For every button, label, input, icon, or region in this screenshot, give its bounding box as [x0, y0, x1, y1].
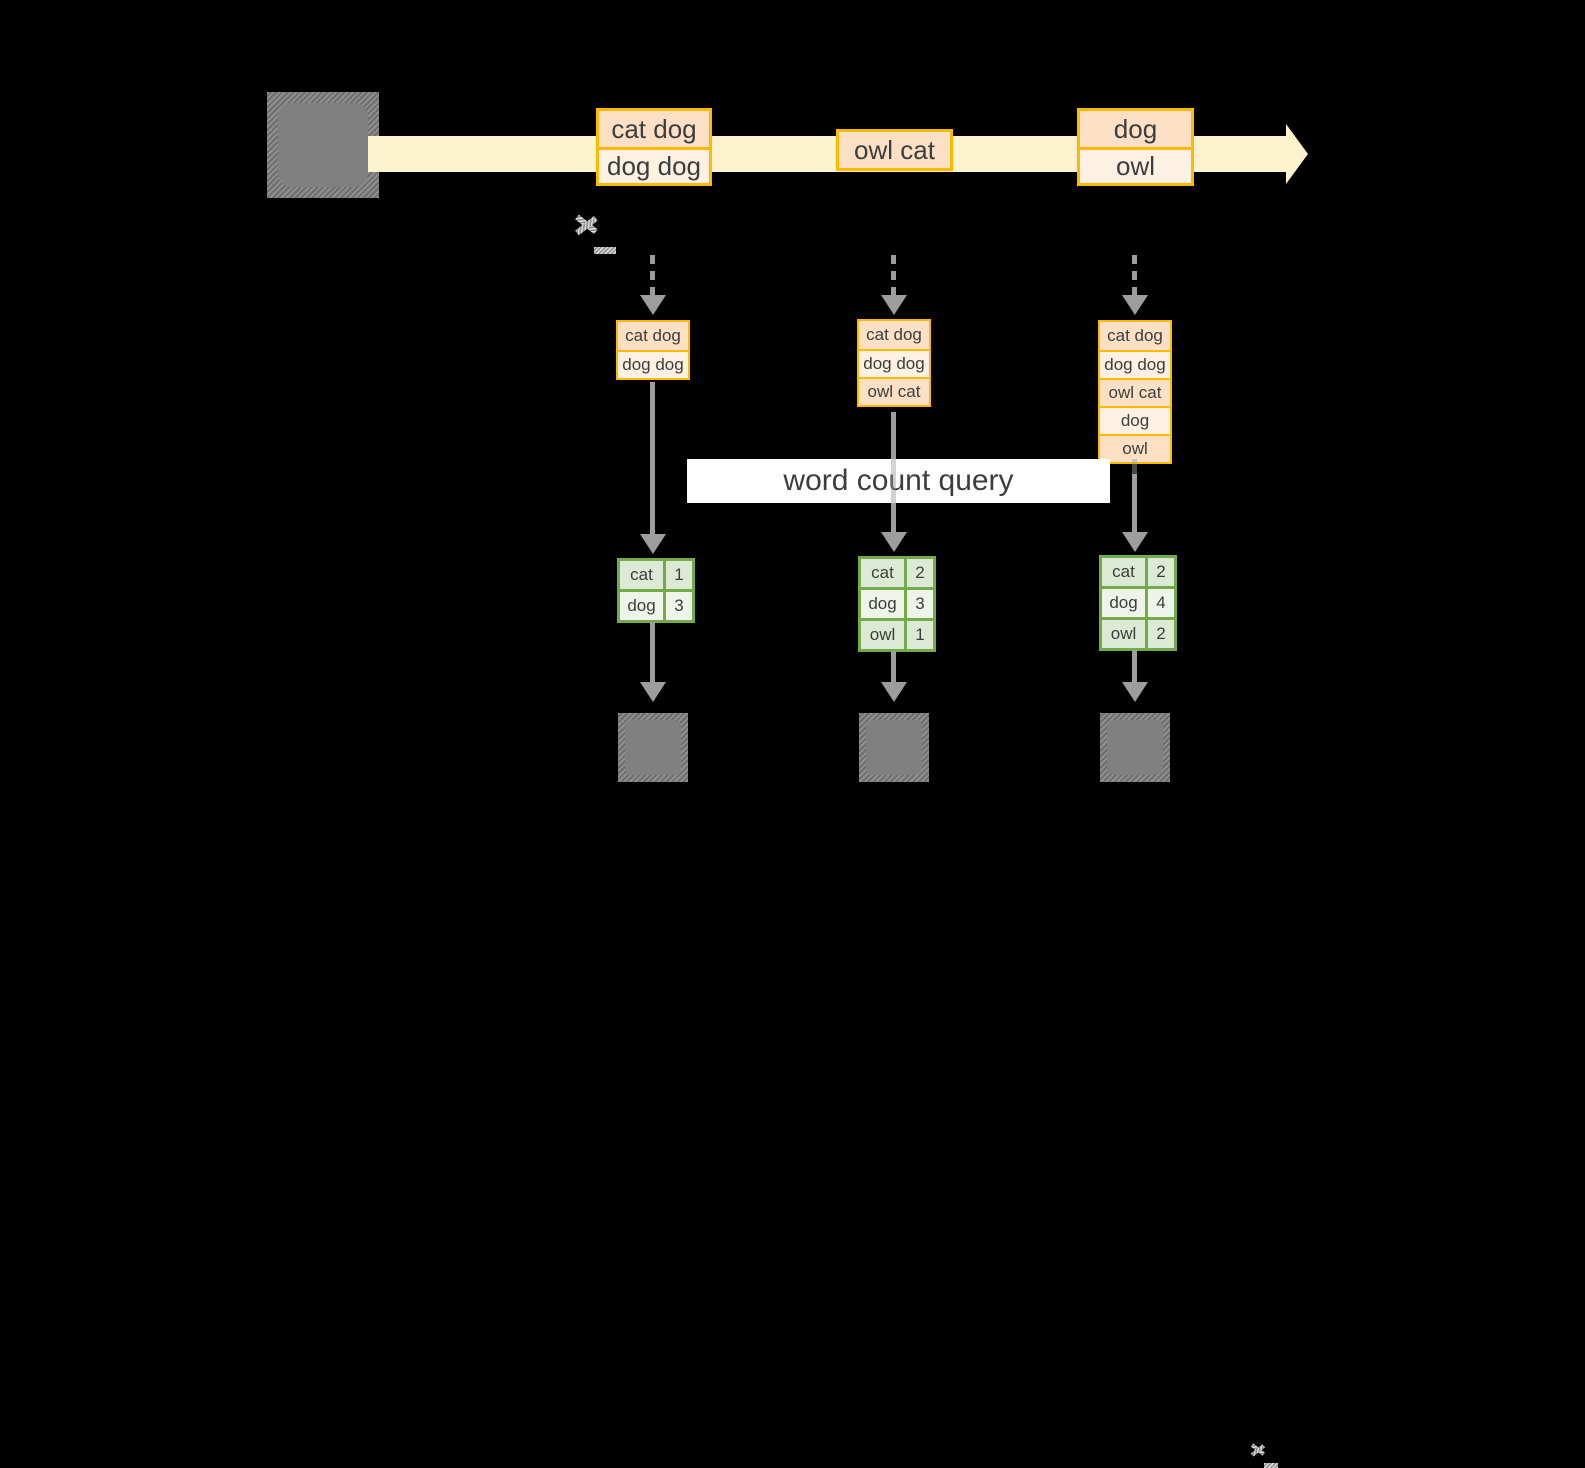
result-count: 1 [907, 621, 933, 649]
terminal-cursor-underscore-icon [594, 247, 616, 254]
producer-terminal-icon[interactable] [267, 92, 616, 254]
result-count: 3 [907, 590, 933, 618]
state-row: owl cat [859, 377, 929, 405]
result-count: 2 [1148, 620, 1174, 648]
result-count: 2 [1148, 558, 1174, 586]
stream-message-3[interactable]: dog owl [1077, 108, 1194, 186]
result-word: cat [1102, 558, 1148, 586]
stream-message-line: dog [1080, 111, 1191, 147]
result-word: owl [1102, 620, 1148, 648]
stream-to-state-dashed-connector-1 [650, 255, 655, 297]
connector-overlay-1 [650, 459, 655, 503]
arrow-head-icon [881, 532, 907, 552]
stream-message-line: owl cat [839, 132, 950, 168]
terminal-screen [1107, 720, 1163, 775]
state-table-1[interactable]: cat dog dog dog [616, 320, 690, 380]
table-row: dog 3 [620, 589, 692, 620]
state-row: dog [1100, 406, 1170, 434]
result-table-3[interactable]: cat 2 dog 4 owl 2 [1099, 555, 1177, 651]
result-count: 2 [907, 559, 933, 587]
table-row: owl 1 [861, 618, 933, 649]
stream-message-1[interactable]: cat dog dog dog [596, 108, 712, 186]
table-row: dog 4 [1102, 586, 1174, 617]
result-table-1[interactable]: cat 1 dog 3 [617, 558, 695, 623]
stream-to-state-dashed-connector-2 [891, 255, 896, 297]
result-count: 4 [1148, 589, 1174, 617]
query-label: word count query [687, 459, 1110, 503]
event-stream-arrow-head-icon [1286, 124, 1308, 184]
state-table-3[interactable]: cat dog dog dog owl cat dog owl [1098, 320, 1172, 464]
terminal-screen [278, 103, 368, 187]
table-row: cat 2 [1102, 558, 1174, 586]
result-to-consumer-connector-1 [650, 622, 655, 682]
result-word: owl [861, 621, 907, 649]
result-word: dog [861, 590, 907, 618]
result-word: dog [1102, 589, 1148, 617]
arrow-head-icon [640, 295, 666, 315]
state-to-result-connector-3 [1132, 474, 1137, 532]
consumer-terminal-icon-3[interactable] [1100, 713, 1170, 782]
stream-message-line: dog dog [599, 147, 709, 183]
table-row: dog 3 [861, 587, 933, 618]
state-to-result-connector-1 [650, 382, 655, 534]
stream-message-line: cat dog [599, 111, 709, 147]
state-row: cat dog [859, 321, 929, 349]
state-row: dog dog [618, 350, 688, 378]
arrow-head-icon [1122, 295, 1148, 315]
stream-to-state-dashed-connector-3 [1132, 255, 1137, 297]
arrow-head-icon [1122, 532, 1148, 552]
terminal-screen [625, 720, 681, 775]
result-word: cat [861, 559, 907, 587]
result-word: cat [620, 561, 666, 589]
state-row: cat dog [1100, 322, 1170, 350]
state-row: owl cat [1100, 378, 1170, 406]
result-count: 1 [666, 561, 692, 589]
stream-message-2[interactable]: owl cat [836, 129, 953, 171]
connector-overlay-3 [1132, 459, 1137, 475]
consumer-terminal-icon-2[interactable] [859, 713, 929, 782]
state-row: dog dog [859, 349, 929, 377]
arrow-head-icon [881, 682, 907, 702]
consumer-terminal-icon-1[interactable] [618, 713, 1278, 1468]
arrow-head-icon [881, 295, 907, 315]
terminal-screen [866, 720, 922, 775]
result-table-2[interactable]: cat 2 dog 3 owl 1 [858, 556, 936, 652]
arrow-head-icon [640, 534, 666, 554]
diagram-canvas: cat dog dog dog owl cat dog owl cat dog … [267, 92, 1308, 1468]
result-count: 3 [666, 592, 692, 620]
arrow-head-icon [640, 682, 666, 702]
arrow-head-icon [1122, 682, 1148, 702]
terminal-cursor-underscore-icon [1264, 1463, 1278, 1468]
table-row: cat 2 [861, 559, 933, 587]
state-row: cat dog [618, 322, 688, 350]
state-row: owl [1100, 434, 1170, 462]
table-row: cat 1 [620, 561, 692, 589]
state-table-2[interactable]: cat dog dog dog owl cat [857, 319, 931, 407]
result-word: dog [620, 592, 666, 620]
stream-message-line: owl [1080, 147, 1191, 183]
connector-overlay-2 [891, 459, 896, 503]
state-row: dog dog [1100, 350, 1170, 378]
result-to-consumer-connector-3 [1132, 650, 1137, 682]
table-row: owl 2 [1102, 617, 1174, 648]
result-to-consumer-connector-2 [891, 651, 896, 682]
